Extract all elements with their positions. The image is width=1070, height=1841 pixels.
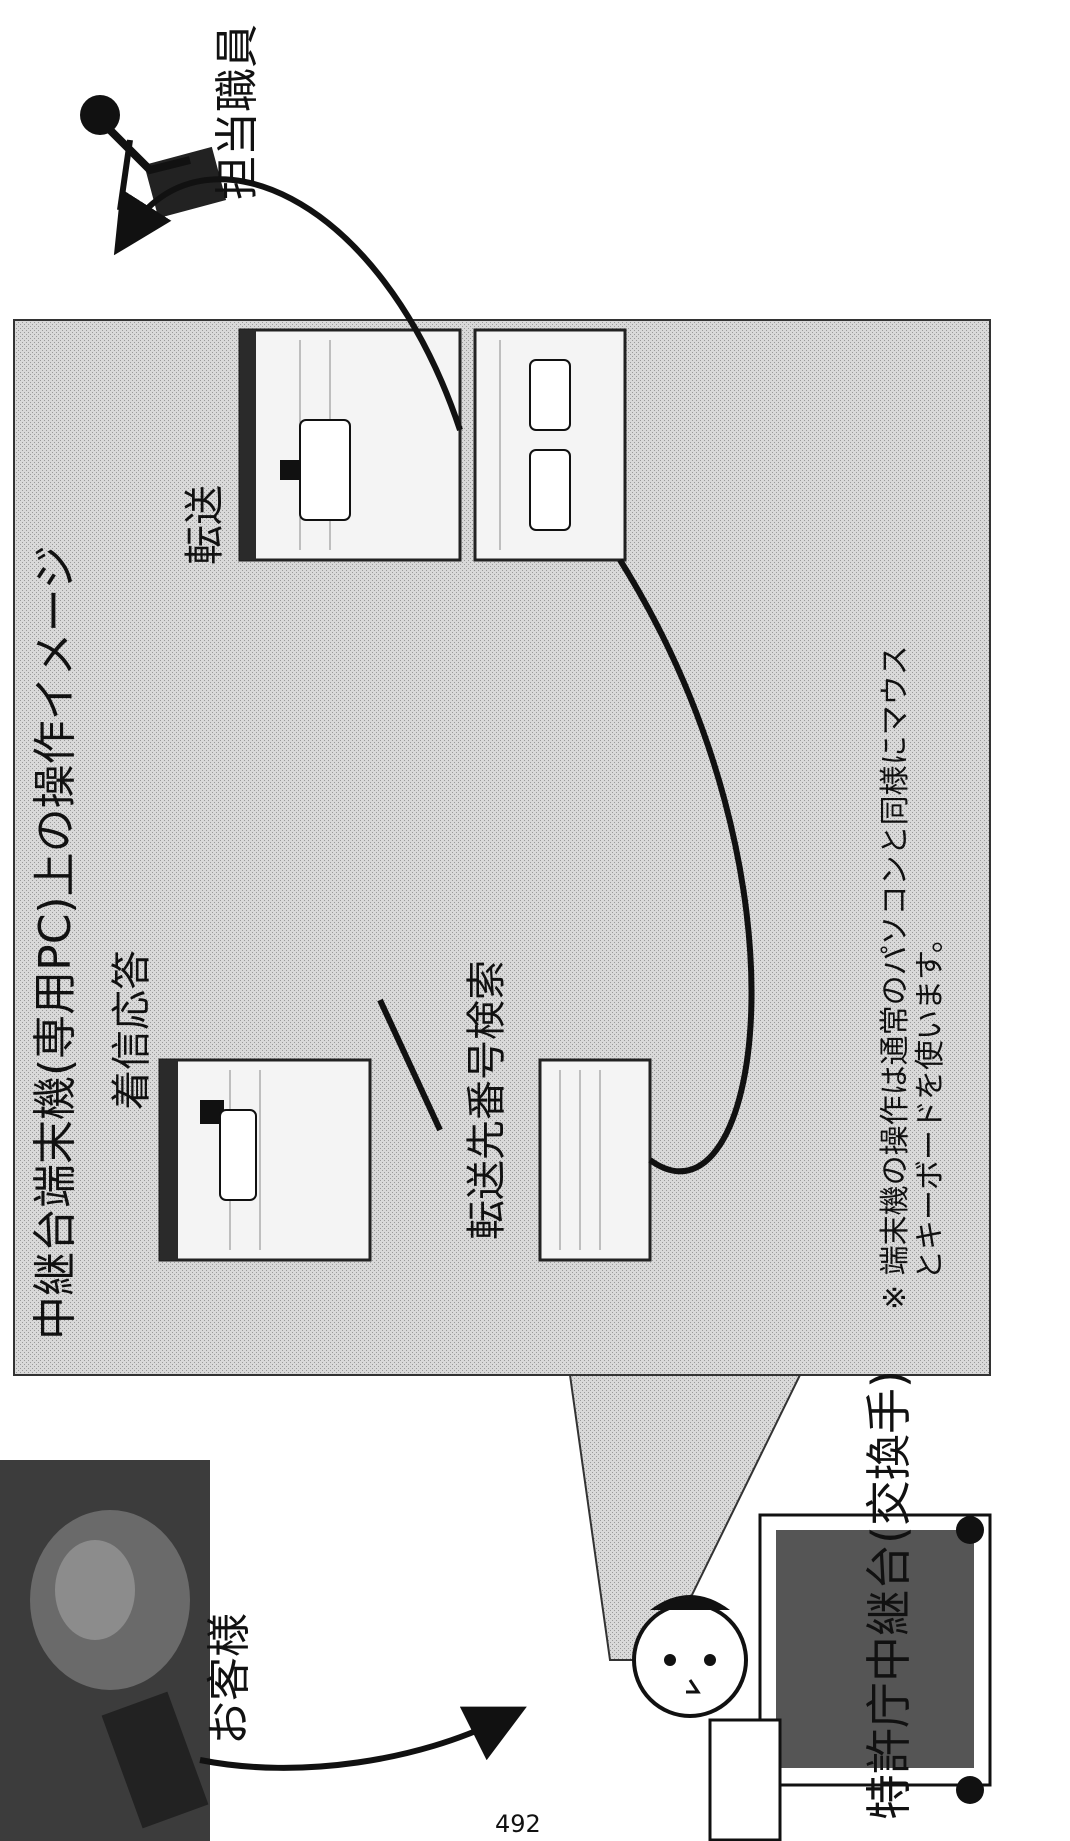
note-line2: とキーボードを使います。 bbox=[913, 923, 948, 1280]
staff-label: 担当職員 bbox=[212, 24, 263, 200]
screenshot-transfer-top bbox=[238, 328, 462, 562]
customer-photo bbox=[0, 1460, 210, 1841]
step-search-label: 転送先番号検索 bbox=[464, 960, 510, 1240]
page-number: 492 bbox=[495, 1810, 541, 1838]
customer-label: お客様 bbox=[204, 1613, 255, 1745]
screenshot-answer bbox=[158, 1058, 372, 1262]
flow-arrows bbox=[113, 176, 755, 1771]
screenshot-search bbox=[538, 1058, 652, 1262]
screenshot-transfer-bottom bbox=[473, 328, 627, 562]
step-answer-label: 着信応答 bbox=[109, 950, 155, 1110]
step-transfer-label: 転送 bbox=[182, 485, 228, 565]
operator-label: 特許庁中継台(交換手) bbox=[862, 1370, 916, 1820]
panel-title: 中継台端末機(専用PC)上の操作イメージ bbox=[30, 545, 81, 1340]
operator-illustration bbox=[632, 1513, 992, 1841]
note-line1: ※ 端末機の操作は通常のパソコンと同様にマウス bbox=[878, 645, 913, 1310]
